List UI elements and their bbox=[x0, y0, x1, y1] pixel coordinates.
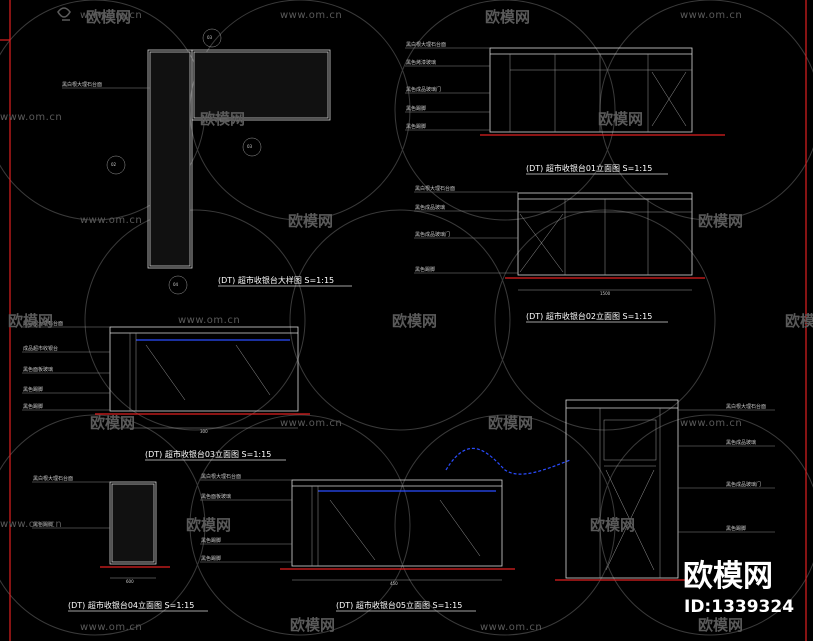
drawing-title: (DT) 超市收银台大样图 S=1:15 bbox=[218, 275, 334, 285]
elev04-drawing: 黑白根大理石台面 黑色踢脚 600 (DT) 超市收银台04立面图 S=1:15 bbox=[32, 475, 208, 612]
section-tag: 03 bbox=[207, 35, 213, 40]
callout-label: 黑色踢脚 bbox=[406, 123, 426, 130]
section-tag: 02 bbox=[111, 162, 117, 167]
elev02-drawing: 黑白根大理石台面 黑色成品玻璃 黑色成品玻璃门 黑色踢脚 1500 (DT) 超… bbox=[414, 185, 705, 323]
watermark-url: www.om.cn bbox=[680, 10, 742, 21]
detail-drawing: 03 02 03 04 黑白根大理石台面 (DT) 超市收银台大样图 S=1:1… bbox=[62, 28, 352, 295]
sofa-logo-icon bbox=[57, 7, 71, 21]
drawing-title: (DT) 超市收银台02立面图 S=1:15 bbox=[526, 311, 652, 321]
watermark-brand: 欧模网 bbox=[290, 616, 335, 634]
callout-label: 黑色踢脚 bbox=[726, 525, 746, 532]
elev03-drawing: 黑白根大理石台面 成品超市收银台 黑色面板玻璃 黑色踢脚 黑色踢脚 300 (D… bbox=[22, 320, 310, 461]
callout-label: 黑白根大理石台面 bbox=[33, 475, 73, 482]
callout-label: 黑色踢脚 bbox=[406, 105, 426, 112]
elev01-drawing: 黑白根大理石台面 黑色烤漆玻璃 黑色成品玻璃门 黑色踢脚 黑色踢脚 (DT) 超… bbox=[405, 41, 725, 175]
watermark-brand: 欧模网 bbox=[288, 212, 333, 230]
callout-label: 黑白根大理石台面 bbox=[23, 320, 63, 327]
drawing-title: (DT) 超市收银台03立面图 S=1:15 bbox=[145, 449, 271, 459]
asset-id: ID:1339324 bbox=[684, 597, 794, 617]
callout-label: 黑色踢脚 bbox=[201, 537, 221, 544]
watermark-url: www.om.cn bbox=[0, 112, 62, 123]
watermark-brand: 欧模网 bbox=[590, 516, 635, 534]
callout-label: 黑色踢脚 bbox=[201, 555, 221, 562]
brand-stamp: 欧模网 ID:1339324 bbox=[683, 559, 794, 617]
dimension-label: 600 bbox=[126, 579, 134, 584]
watermark-url: www.om.cn bbox=[178, 315, 240, 326]
watermark-brand: 欧模网 bbox=[488, 414, 533, 432]
watermark-url: www.om.cn bbox=[680, 418, 742, 429]
watermark-brand: 欧模网 bbox=[698, 616, 743, 634]
callout-label: 黑色踢脚 bbox=[23, 403, 43, 410]
dimension-label: 450 bbox=[390, 581, 398, 586]
watermark-url: www.om.cn bbox=[280, 418, 342, 429]
watermark-url: www.om.cn bbox=[0, 519, 62, 530]
drawing-title: (DT) 超市收银台05立面图 S=1:15 bbox=[336, 600, 462, 610]
callout-label: 黑色踢脚 bbox=[33, 521, 53, 528]
callout-label: 黑白根大理石台面 bbox=[62, 81, 102, 88]
callout-label: 黑色踢脚 bbox=[23, 386, 43, 393]
watermark-url: www.om.cn bbox=[480, 622, 542, 633]
watermark-brand: 欧模网 bbox=[200, 110, 245, 128]
callout-label: 黑白根大理石台面 bbox=[406, 41, 446, 48]
callout-label: 黑色烤漆玻璃 bbox=[406, 59, 436, 66]
watermark-brand: 欧模网 bbox=[485, 8, 530, 26]
dimension-label: 1500 bbox=[600, 291, 611, 296]
section-tag: 04 bbox=[173, 282, 179, 287]
callout-label: 黑色面板玻璃 bbox=[23, 366, 53, 373]
callout-label: 黑白根大理石台面 bbox=[726, 403, 766, 410]
callout-label: 黑白根大理石台面 bbox=[201, 473, 241, 480]
dimension-label: 300 bbox=[200, 429, 208, 434]
watermark-brand: 欧模网 bbox=[698, 212, 743, 230]
watermark-brand: 欧模网 bbox=[86, 8, 131, 26]
elev05-drawing: 黑白根大理石台面 黑色面板玻璃 黑色踢脚 黑色踢脚 450 (DT) 超市收银台… bbox=[200, 447, 571, 612]
watermark-brand: 欧模网 bbox=[90, 414, 135, 432]
drawing-title: (DT) 超市收银台01立面图 S=1:15 bbox=[526, 163, 652, 173]
callout-label: 黑色成品玻璃 bbox=[415, 204, 445, 211]
callout-label: 黑色踢脚 bbox=[415, 266, 435, 273]
callout-label: 黑色成品玻璃门 bbox=[415, 231, 450, 238]
watermark-url: www.om.cn bbox=[280, 10, 342, 21]
brand-logo-text: 欧模网 bbox=[683, 559, 773, 594]
section-tag: 03 bbox=[247, 144, 253, 149]
watermark-layer: www.om.cn www.om.cn www.om.cn www.om.cn … bbox=[0, 7, 813, 634]
watermark-brand: 欧模网 bbox=[392, 312, 437, 330]
watermark-url: www.om.cn bbox=[80, 622, 142, 633]
drawing-title: (DT) 超市收银台04立面图 S=1:15 bbox=[68, 600, 194, 610]
callout-label: 黑色成品玻璃 bbox=[726, 439, 756, 446]
watermark-url: www.om.cn bbox=[80, 10, 142, 21]
watermark-brand: 欧模网 bbox=[186, 516, 231, 534]
callout-label: 黑色面板玻璃 bbox=[201, 493, 231, 500]
watermark-brand: 欧模网 bbox=[785, 312, 813, 330]
callout-label: 成品超市收银台 bbox=[23, 345, 58, 352]
callout-label: 黑色成品玻璃门 bbox=[406, 86, 441, 93]
watermark-url: www.om.cn bbox=[80, 215, 142, 226]
watermark-brand: 欧模网 bbox=[598, 110, 643, 128]
elev06-drawing: 黑白根大理石台面 黑色成品玻璃 黑色成品玻璃门 黑色踢脚 bbox=[555, 399, 775, 581]
callout-label: 黑色成品玻璃门 bbox=[726, 481, 761, 488]
watermark-brand: 欧模网 bbox=[8, 312, 53, 330]
callout-label: 黑白根大理石台面 bbox=[415, 185, 455, 192]
